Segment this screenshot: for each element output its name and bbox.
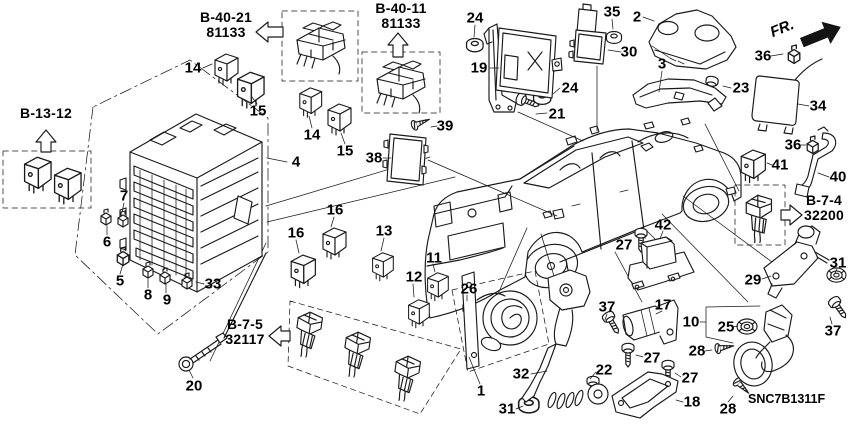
bolt-37a	[600, 309, 624, 337]
bracket-40	[794, 126, 837, 198]
fr-arrow	[800, 21, 841, 48]
clip-6	[100, 208, 112, 226]
clip-5	[116, 246, 130, 267]
relay-16b	[290, 254, 316, 289]
clip-36a	[787, 44, 801, 65]
dashed-box-b75	[287, 300, 462, 415]
antenna-20	[178, 252, 267, 372]
module-34	[751, 58, 823, 135]
plug-b75-2	[340, 330, 372, 380]
screw-39	[409, 114, 432, 132]
relay-16a	[322, 227, 347, 260]
b-13-12-arrow	[35, 129, 57, 153]
relay-b13-2	[53, 167, 82, 205]
horn-1	[451, 270, 550, 373]
sensor-32	[521, 259, 609, 410]
bracket-3	[632, 78, 727, 112]
cover-2	[648, 9, 737, 70]
relay-15-mid	[327, 103, 352, 136]
dashed-box-b1312	[2, 150, 92, 209]
connector-cluster-b4011	[376, 60, 426, 114]
b-40-21-arrow	[255, 21, 284, 43]
relay-41	[740, 149, 766, 184]
relay-14-left	[214, 53, 239, 86]
ecu-38	[382, 133, 429, 186]
module-42	[627, 236, 695, 291]
sensor-17	[622, 299, 679, 345]
bracket-18	[611, 371, 679, 419]
relay-b13-1	[23, 156, 52, 194]
module-30	[568, 3, 607, 65]
connector-cluster-b4021	[296, 21, 346, 75]
diagram-code: SNC7B1311F	[748, 392, 826, 406]
relay-12	[408, 299, 430, 329]
plug-b74	[745, 194, 773, 244]
clip-36b	[806, 135, 819, 155]
b-40-11-arrow	[387, 32, 409, 58]
label-10-brace	[699, 305, 761, 344]
fuse-box	[119, 113, 263, 293]
horn-10	[733, 304, 794, 387]
b-7-4-arrow	[780, 204, 803, 226]
bolt-37b	[826, 294, 850, 322]
grommet-25	[736, 318, 758, 335]
relay-13	[372, 252, 394, 282]
ecu-19	[483, 23, 563, 113]
dashed-box-b4021	[281, 10, 359, 82]
plug-b75-3	[390, 354, 422, 404]
bracket-29	[763, 225, 830, 299]
nut-24a	[465, 37, 484, 53]
bolt-27b	[621, 342, 635, 368]
label-leader-ticks	[106, 16, 838, 410]
relay-14-mid	[299, 87, 323, 118]
fusebox-group-boundary	[74, 59, 269, 335]
nut-35	[605, 30, 623, 45]
plug-b75-1	[292, 310, 324, 360]
b-7-5-arrow	[268, 325, 291, 347]
relay-15-left	[236, 71, 265, 109]
